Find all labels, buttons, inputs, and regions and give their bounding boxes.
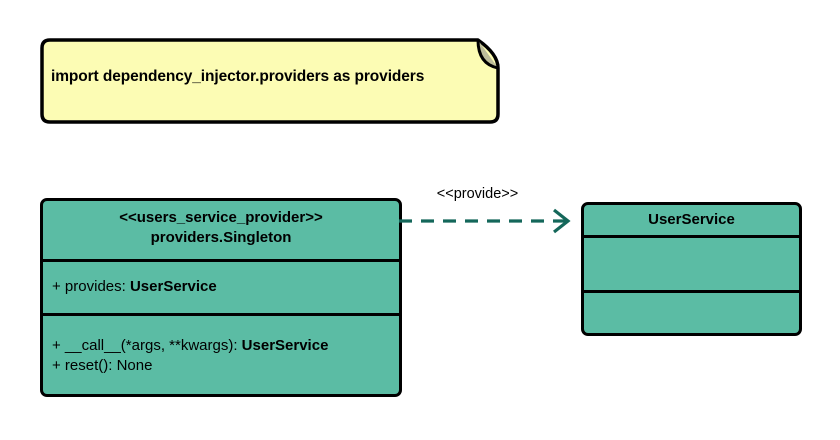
class-methods-users-service-provider: + __call__(*args, **kwargs): UserService… (43, 313, 399, 394)
attribute-type: UserService (129, 278, 217, 295)
method-label: + reset(): None (52, 356, 153, 374)
class-stereotype: <<users_service_provider>> (119, 209, 323, 226)
relationship-provide[interactable]: <<provide>> (396, 186, 581, 236)
class-attributes-user-service (584, 235, 799, 290)
method-type: UserService (241, 337, 329, 354)
method-label: + __call__(*args, **kwargs): (52, 337, 242, 354)
note-import-statement[interactable]: import dependency_injector.providers as … (38, 38, 500, 124)
class-attributes-users-service-provider: + provides: UserService (43, 259, 399, 313)
class-header-user-service: UserService (584, 205, 799, 235)
method-row: + __call__(*args, **kwargs): UserService (43, 336, 399, 356)
attribute-label: + provides: (52, 278, 130, 295)
class-header-users-service-provider: <<users_service_provider>> providers.Sin… (43, 201, 399, 259)
class-box-users-service-provider[interactable]: <<users_service_provider>> providers.Sin… (40, 198, 402, 397)
method-row: + reset(): None (43, 356, 399, 376)
note-shape (40, 38, 500, 124)
class-methods-user-service (584, 290, 799, 333)
class-box-user-service[interactable]: UserService (581, 202, 802, 336)
attribute-row: + provides: UserService (43, 277, 399, 297)
relationship-arrow (399, 208, 571, 234)
class-name: providers.Singleton (150, 228, 292, 246)
note-text: import dependency_injector.providers as … (51, 68, 425, 85)
class-name: UserService (648, 211, 735, 228)
relationship-label: <<provide>> (436, 186, 519, 202)
